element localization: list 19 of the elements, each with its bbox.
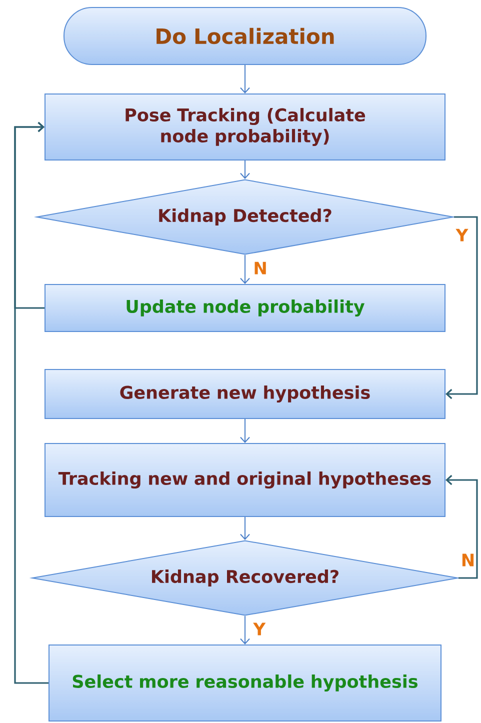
arrow [240, 254, 250, 284]
process-box: Select more reasonable hypothesis [48, 644, 442, 722]
arrow [240, 160, 250, 179]
arrow [14, 122, 48, 684]
process-box: Generate new hypothesis [44, 369, 446, 419]
process-box: Update node probability [44, 284, 446, 332]
arrow [240, 64, 250, 94]
edge-label: N [254, 262, 266, 274]
start-terminal: Do Localization [64, 7, 426, 65]
edge-label: Y [456, 228, 468, 242]
process-box: Tracking new and original hypotheses [44, 443, 446, 517]
arrow [240, 418, 250, 443]
arrow [446, 216, 478, 400]
edge-label: Y [253, 622, 266, 636]
edge-label: N [462, 554, 474, 566]
arrow [240, 516, 250, 540]
arrow [240, 616, 250, 644]
process-box: Pose Tracking (Calculate node probability) [44, 94, 446, 160]
arrow [446, 474, 478, 579]
